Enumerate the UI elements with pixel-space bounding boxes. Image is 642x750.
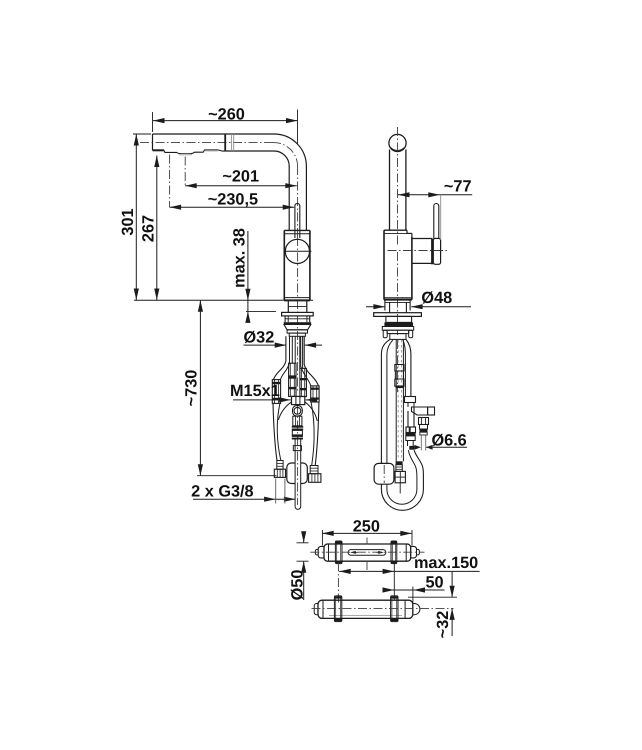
svg-text:~730: ~730 [183, 370, 201, 407]
svg-text:50: 50 [425, 574, 443, 592]
svg-text:250: 250 [353, 517, 380, 535]
svg-text:Ø32: Ø32 [244, 329, 275, 347]
svg-text:301: 301 [119, 208, 137, 235]
svg-text:max.150: max.150 [414, 554, 478, 572]
svg-text:M15x1: M15x1 [230, 382, 280, 400]
svg-text:Ø6.6: Ø6.6 [431, 432, 466, 450]
svg-text:2 x G3/8: 2 x G3/8 [191, 483, 253, 501]
svg-text:~32: ~32 [434, 611, 452, 639]
svg-text:Ø48: Ø48 [421, 289, 452, 307]
svg-text:~77: ~77 [444, 178, 472, 196]
svg-text:Ø50: Ø50 [289, 570, 307, 601]
svg-text:~260: ~260 [208, 106, 245, 124]
svg-text:max. 38: max. 38 [231, 228, 249, 288]
svg-text:~230,5: ~230,5 [208, 191, 258, 209]
svg-text:~201: ~201 [222, 168, 259, 186]
svg-text:267: 267 [140, 215, 158, 242]
